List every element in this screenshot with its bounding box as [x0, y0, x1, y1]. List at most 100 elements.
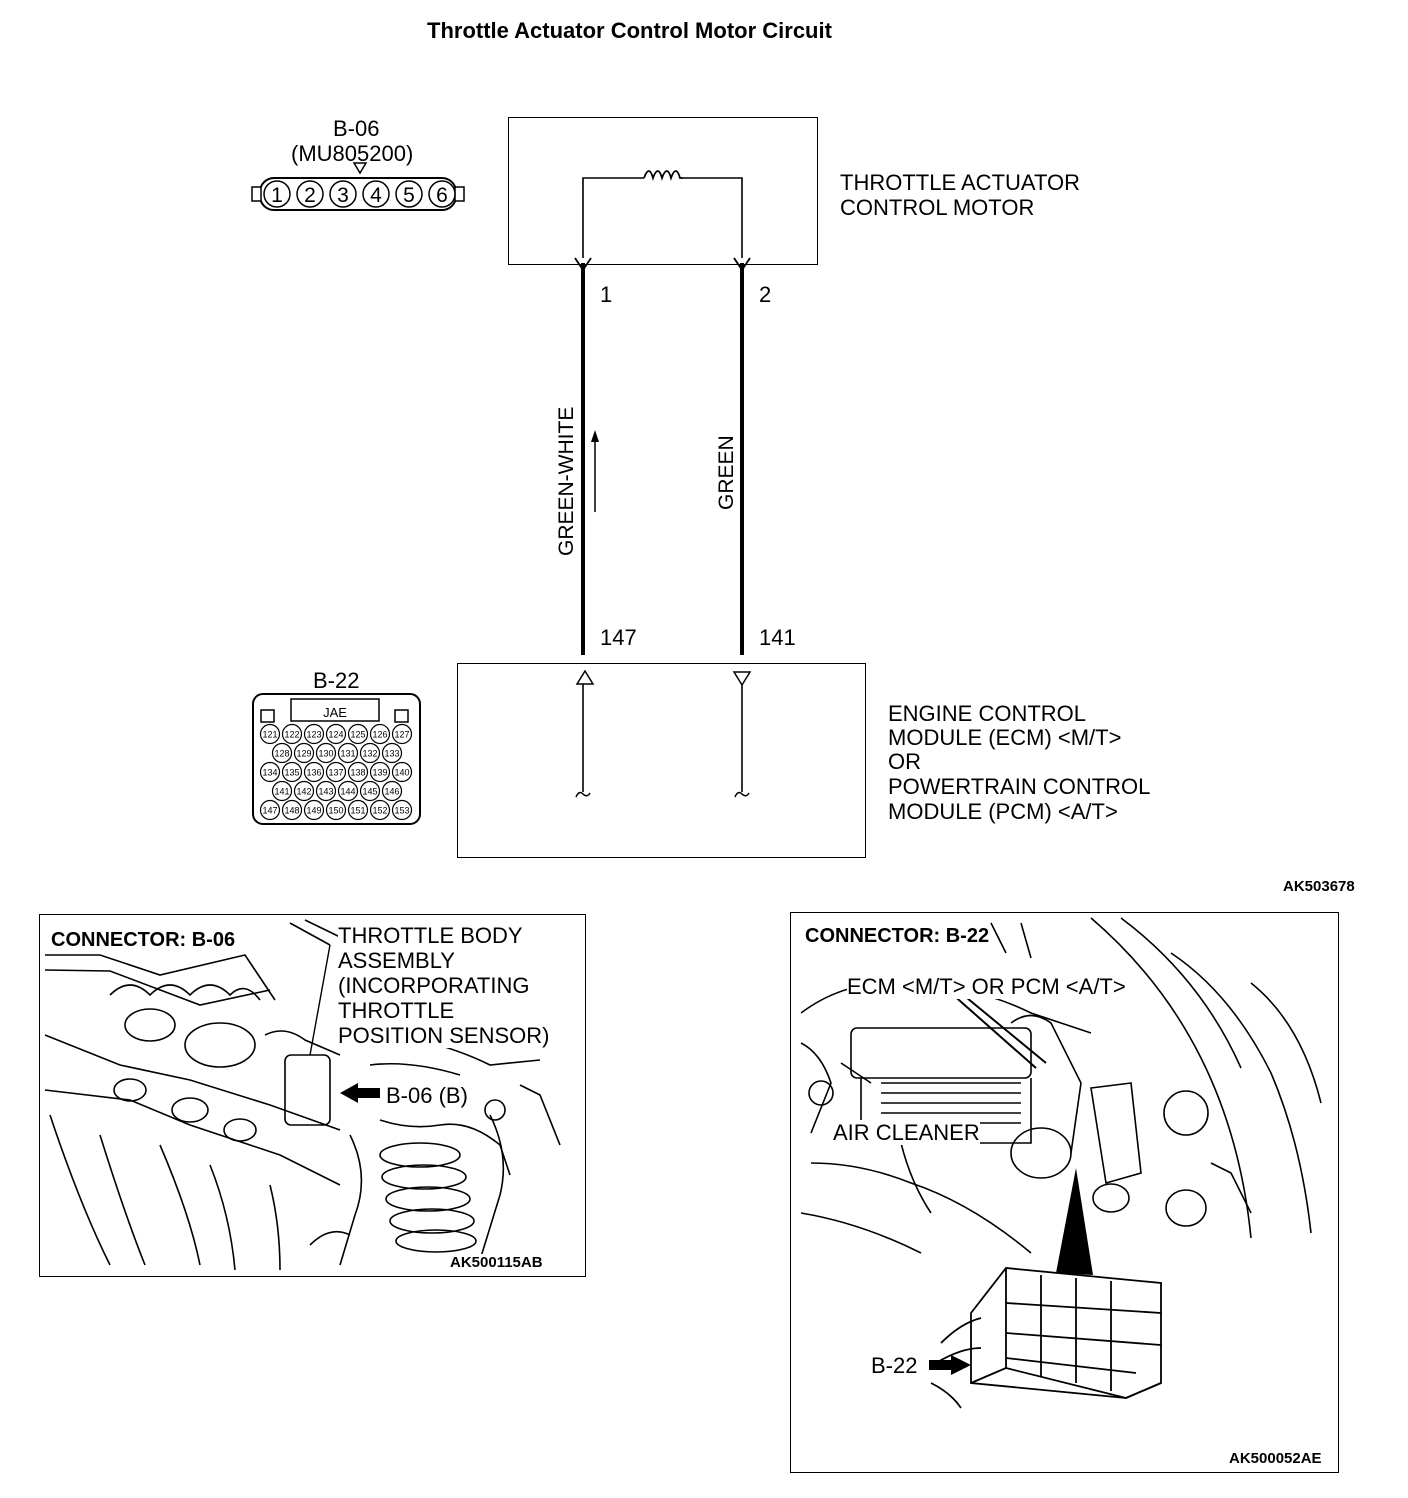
panel-left-title: CONNECTOR: B-06: [51, 929, 236, 952]
b22-pin-circle: [293, 742, 315, 764]
ecm-box: [457, 663, 866, 858]
b06-pin-label: 1: [271, 184, 283, 207]
b22-pin-circle: [271, 742, 293, 764]
b22-pin-circle: [293, 780, 315, 802]
motor-label-line1: THROTTLE ACTUATOR: [840, 170, 1080, 195]
b22-pin-label: 133: [384, 749, 399, 759]
ecm-pin-147: 147: [600, 625, 637, 650]
engine-bay-illustration: [44, 919, 561, 1271]
b22-pin-circle: [259, 761, 281, 783]
diagram-title: Throttle Actuator Control Motor Circuit: [427, 18, 832, 43]
b22-pin-circle: [303, 723, 325, 745]
b06-pin-circle: [329, 180, 357, 208]
b22-pin-label: 146: [384, 787, 399, 797]
b22-pin-circle: [391, 799, 413, 821]
b22-pin-label: 121: [262, 730, 277, 740]
b22-pin-circle: [337, 742, 359, 764]
b22-pin-circle: [337, 780, 359, 802]
b06-connector-id: B-06: [333, 116, 380, 141]
b06-pin-label: 4: [370, 184, 382, 207]
b22-pin-circle: [325, 723, 347, 745]
b22-pin-label: 126: [372, 730, 387, 740]
b22-pin-circle: [281, 723, 303, 745]
b22-pin-circle: [303, 799, 325, 821]
b22-pin-label: 145: [362, 787, 377, 797]
b06-pin-label: 5: [403, 184, 415, 207]
ecm-label-line4: POWERTRAIN CONTROL: [888, 774, 1151, 799]
b06-pin-circle: [296, 180, 324, 208]
b22-pin-circle: [369, 799, 391, 821]
b22-pin-label: 129: [296, 749, 311, 759]
b22-pin-label: 127: [394, 730, 409, 740]
b22-pin-circle: [325, 761, 347, 783]
b06-pin-circle: [428, 180, 456, 208]
motor-label-line2: CONTROL MOTOR: [840, 195, 1035, 220]
panel-left-callout-3: (INCORPORATING: [338, 973, 530, 998]
panel-left-callout-2: ASSEMBLY: [338, 948, 455, 973]
b22-pin-circle: [315, 742, 337, 764]
b06-pointer-arrow: [340, 1083, 380, 1103]
ecm-label-line1: ENGINE CONTROL: [888, 701, 1087, 726]
ecm-label-line5: MODULE (PCM) <A/T>: [888, 799, 1118, 824]
b22-pointer-arrow: [929, 1355, 971, 1375]
panel-left-callout-1: THROTTLE BODY: [338, 923, 523, 948]
ecm-label-line2: MODULE (ECM) <M/T>: [888, 725, 1122, 750]
wire-color-left: GREEN-WHITE: [555, 406, 578, 556]
b22-pin-circle: [381, 780, 403, 802]
wire-color-right: GREEN: [715, 435, 738, 510]
b22-pin-label: 128: [274, 749, 289, 759]
b22-pin-circle: [391, 723, 413, 745]
b22-pin-label: 135: [284, 768, 299, 778]
b22-pin-label: 149: [306, 806, 321, 816]
b22-pin-label: 144: [340, 787, 355, 797]
b22-pin-label: 131: [340, 749, 355, 759]
b22-pin-circle: [281, 761, 303, 783]
circuit-wiring: [574, 170, 752, 798]
motor-pin-1: 1: [600, 282, 613, 307]
motor-pin-2: 2: [759, 282, 772, 307]
b22-pin-label: 151: [350, 806, 365, 816]
ecm-pin-141: 141: [759, 625, 796, 650]
b22-pin-label: 147: [262, 806, 277, 816]
b22-pin-circle: [369, 761, 391, 783]
b22-pin-label: 124: [328, 730, 343, 740]
b22-pin-label: 153: [394, 806, 409, 816]
b22-pin-label: 137: [328, 768, 343, 778]
b22-pin-circle: [259, 723, 281, 745]
b22-pin-label: 140: [394, 768, 409, 778]
b22-pin-circle: [271, 780, 293, 802]
panel-right-callout-ecm: ECM <M/T> OR PCM <A/T>: [847, 974, 1126, 999]
ecm-unit-drawing: [930, 1267, 1162, 1409]
b22-pin-circle: [359, 742, 381, 764]
b22-pin-label: 134: [262, 768, 277, 778]
b06-part-number: (MU805200): [291, 141, 414, 166]
b22-pin-circle: [369, 723, 391, 745]
panel-right-callout-air: AIR CLEANER: [833, 1120, 980, 1145]
b22-pin-label: 138: [350, 768, 365, 778]
b06-pin-label: 2: [304, 184, 316, 207]
b06-pin-circle: [362, 180, 390, 208]
panel-right-arrow-label: B-22: [871, 1353, 918, 1378]
b22-connector-id: B-22: [313, 668, 360, 693]
b22-pin-label: 130: [318, 749, 333, 759]
b22-pin-circle: [325, 799, 347, 821]
b22-pin-label: 150: [328, 806, 343, 816]
figure-ref-main: AK503678: [1283, 878, 1355, 895]
b22-pin-label: 148: [284, 806, 299, 816]
b22-pin-circle: [391, 761, 413, 783]
b22-pin-label: 123: [306, 730, 321, 740]
b22-pin-label: 139: [372, 768, 387, 778]
b22-pin-label: 152: [372, 806, 387, 816]
coil-symbol: [643, 170, 683, 181]
motor-box: [508, 117, 818, 265]
b22-pin-label: 141: [274, 787, 289, 797]
ecm-location-wedge: [1056, 1168, 1093, 1275]
panel-left-callout-5: POSITION SENSOR): [338, 1023, 550, 1048]
b22-pin-circle: [347, 761, 369, 783]
panel-left-callout-4: THROTTLE: [338, 998, 455, 1023]
panel-right-ref: AK500052AE: [1229, 1450, 1322, 1467]
panel-left-arrow-label: B-06 (B): [386, 1083, 468, 1108]
b22-pin-circle: [381, 742, 403, 764]
